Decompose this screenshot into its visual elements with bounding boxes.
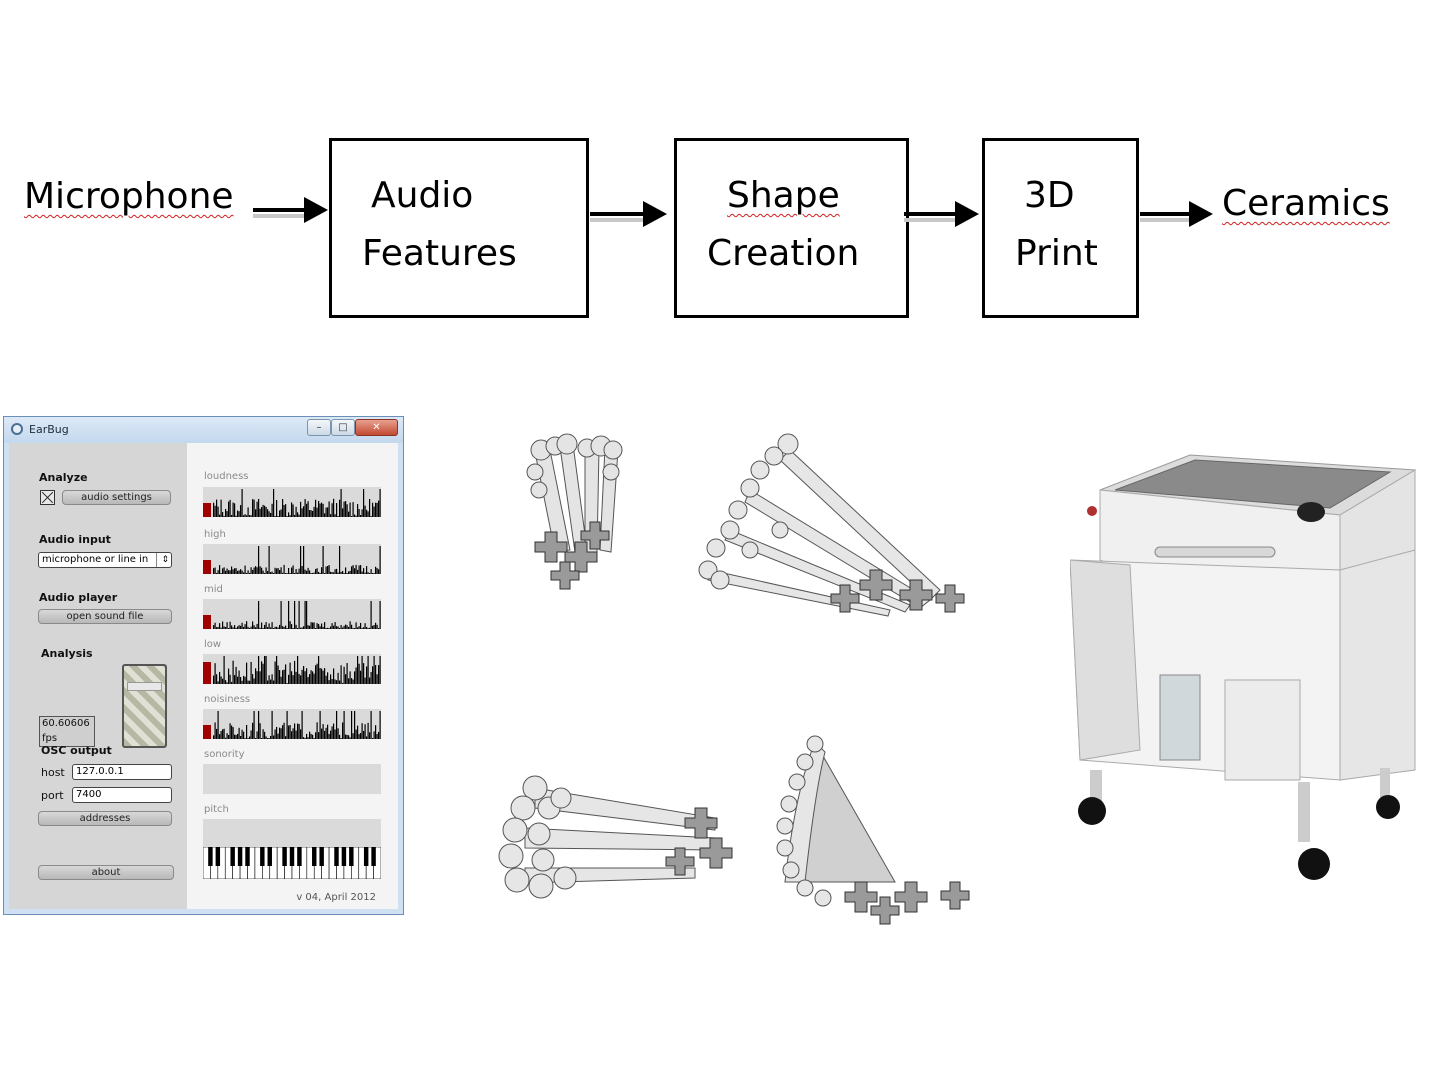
high-label: high — [204, 529, 226, 540]
arrow-3 — [904, 212, 956, 222]
fps-readout: 60.60606 fps — [39, 716, 95, 747]
app-icon — [11, 423, 23, 435]
level-indicator — [203, 725, 211, 739]
level-indicator — [203, 615, 211, 629]
fps-unit: fps — [42, 733, 58, 744]
noisiness-label: noisiness — [204, 694, 251, 705]
loudness-label: loudness — [204, 471, 249, 482]
pitch-plot — [203, 819, 381, 849]
arrow-2 — [590, 212, 644, 222]
3d-print-line1: 3D — [1024, 175, 1075, 216]
title-bar[interactable]: EarBug – □ ✕ — [4, 417, 403, 443]
window-client: Analyze audio settings Audio input micro… — [9, 443, 398, 909]
shape-1-icon — [526, 433, 623, 590]
select-arrows-icon: ⇕ — [156, 553, 169, 567]
addresses-button[interactable]: addresses — [38, 811, 172, 826]
shape-creation-line1: Shape — [727, 175, 840, 216]
3d-printer-icon — [1070, 454, 1417, 880]
level-indicator — [203, 503, 211, 517]
audio-features-line1: Audio — [371, 175, 474, 216]
mid-label: mid — [204, 584, 223, 595]
shape-creation-box — [674, 138, 909, 318]
close-button[interactable]: ✕ — [355, 419, 398, 436]
port-label: port — [41, 789, 64, 802]
shape-creation-line2: Creation — [707, 233, 860, 274]
arrow-3-head — [955, 201, 979, 227]
osc-output-label: OSC output — [41, 744, 112, 757]
audio-input-label: Audio input — [39, 533, 111, 546]
open-sound-file-button[interactable]: open sound file — [38, 609, 172, 624]
fps-value: 60.60606 — [42, 718, 90, 729]
noisiness-plot — [203, 709, 381, 739]
window-title: EarBug — [29, 423, 69, 436]
shape-4-icon — [776, 735, 970, 925]
arrow-4 — [1140, 212, 1190, 222]
3d-print-line2: Print — [1015, 233, 1098, 274]
version-label: v 04, April 2012 — [296, 892, 376, 903]
piano-keyboard[interactable] — [203, 847, 381, 879]
high-plot — [203, 544, 381, 574]
maximize-button[interactable]: □ — [331, 419, 355, 436]
audio-player-label: Audio player — [39, 591, 118, 604]
sonority-label: sonority — [204, 749, 245, 760]
level-indicator — [203, 662, 211, 684]
host-label: host — [41, 766, 65, 779]
audio-features-line2: Features — [362, 233, 517, 274]
audio-input-select[interactable]: microphone or line in ⇕ — [38, 552, 172, 568]
control-panel: Analyze audio settings Audio input micro… — [9, 443, 187, 909]
arrow-1 — [253, 208, 305, 218]
source-label: Microphone — [24, 176, 234, 217]
mid-plot — [203, 599, 381, 629]
loudness-plot — [203, 487, 381, 517]
pitch-label: pitch — [204, 804, 229, 815]
analyze-label: Analyze — [39, 471, 88, 484]
arrow-2-head — [643, 201, 667, 227]
analysis-meter-bar — [127, 682, 162, 691]
arrow-1-head — [304, 197, 328, 223]
analyze-checkbox[interactable] — [40, 490, 55, 505]
earbug-window: EarBug – □ ✕ Analyze audio settings Audi… — [3, 416, 404, 915]
host-input[interactable]: 127.0.0.1 — [72, 764, 172, 780]
3d-print-box — [982, 138, 1139, 318]
shape-2-icon — [698, 433, 965, 617]
low-label: low — [204, 639, 222, 650]
level-indicator — [203, 560, 211, 574]
audio-features-box — [329, 138, 589, 318]
shape-3-icon — [498, 775, 733, 899]
feature-panel: loudness high mid low noisiness sonority… — [187, 443, 398, 909]
port-input[interactable]: 7400 — [72, 787, 172, 803]
minimize-button[interactable]: – — [307, 419, 331, 436]
sink-label: Ceramics — [1222, 183, 1390, 224]
analysis-meter — [122, 664, 167, 748]
audio-settings-button[interactable]: audio settings — [62, 490, 171, 505]
arrow-4-head — [1189, 201, 1213, 227]
about-button[interactable]: about — [38, 865, 174, 880]
sonority-plot — [203, 764, 381, 794]
low-plot — [203, 654, 381, 684]
analysis-label: Analysis — [41, 647, 93, 660]
audio-input-value: microphone or line in — [42, 554, 149, 565]
